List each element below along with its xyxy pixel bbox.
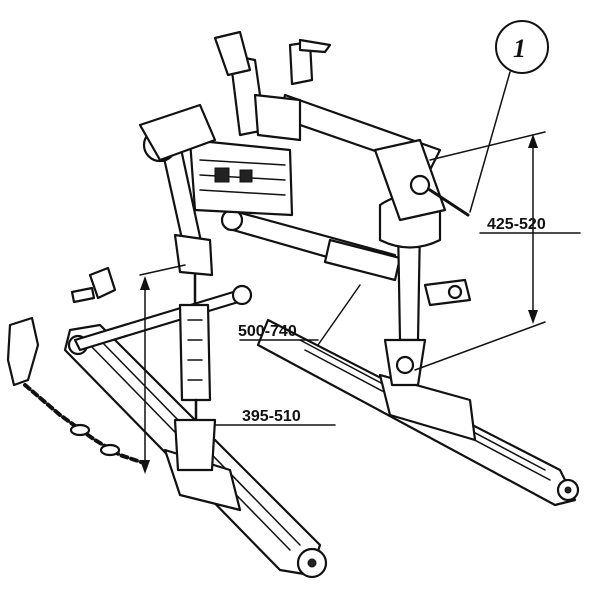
pin-detail <box>70 266 117 304</box>
right-lift-rod <box>378 194 442 387</box>
top-link <box>220 208 402 282</box>
dimension-label-500-740: 500-740 <box>238 323 297 340</box>
dimension-lower-link-height: 395-510 <box>139 264 336 474</box>
callout-number: 1 <box>513 34 526 63</box>
lift-housing <box>138 30 472 307</box>
callout-1: 1 <box>469 20 549 213</box>
dimension-label-425-520: 425-520 <box>487 216 546 233</box>
dimension-label-395-510: 395-510 <box>242 408 301 425</box>
right-lower-link-arm <box>256 318 580 507</box>
dimension-upper-link-height: 425-520 <box>414 131 581 371</box>
dimension-top-link-length: 500-740 <box>238 284 361 346</box>
check-chain <box>6 316 152 467</box>
